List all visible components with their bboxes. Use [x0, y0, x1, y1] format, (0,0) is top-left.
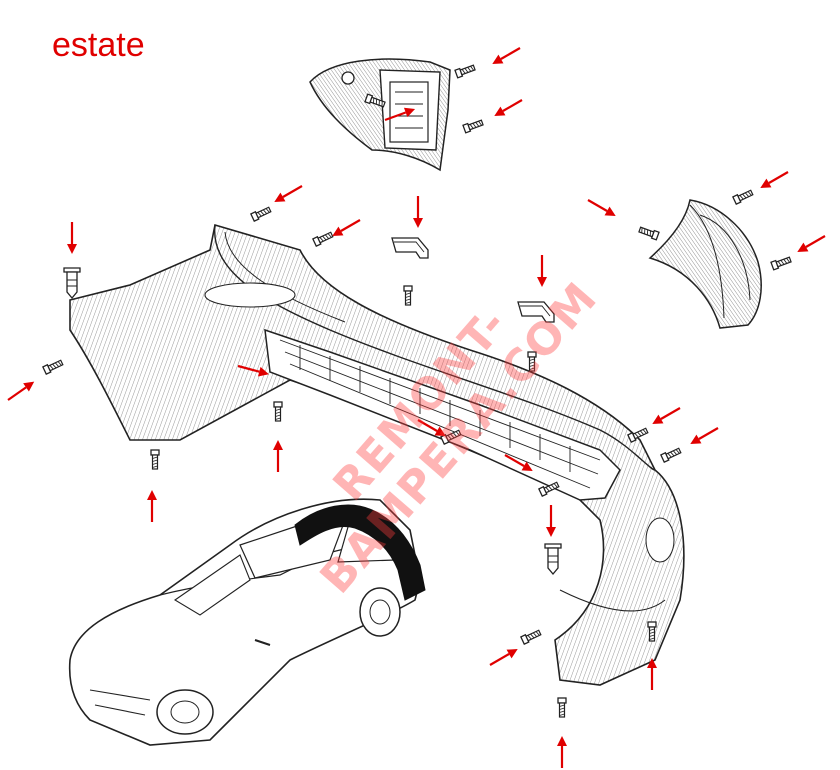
screw-icon	[527, 351, 537, 372]
tail-lamp-right	[648, 199, 762, 329]
red-arrow-icon	[648, 402, 684, 430]
screw-icon	[637, 225, 660, 241]
screw-icon	[312, 230, 335, 247]
red-arrow-icon	[486, 643, 522, 671]
red-arrow-icon	[145, 488, 159, 524]
rear-bumper-cover	[69, 223, 685, 686]
red-arrow-icon	[65, 220, 79, 256]
red-arrow-icon	[544, 503, 558, 539]
bracket-icon	[391, 237, 429, 259]
screw-icon	[403, 285, 413, 306]
diagram-title: estate	[52, 26, 145, 64]
car-illustration	[68, 498, 426, 746]
tail-lamp-top	[309, 58, 451, 172]
red-arrow-icon	[756, 166, 792, 194]
screw-icon	[647, 621, 657, 642]
screw-icon	[732, 188, 755, 205]
screw-icon	[150, 449, 160, 470]
red-arrow-icon	[490, 94, 526, 122]
screw-icon	[42, 358, 65, 375]
push-clip-icon	[63, 267, 81, 299]
screw-icon	[454, 63, 477, 79]
screw-icon	[462, 118, 485, 134]
red-arrow-icon	[488, 42, 524, 70]
screw-icon	[520, 628, 543, 645]
red-arrow-icon	[535, 253, 549, 289]
screw-icon	[660, 446, 683, 463]
screw-icon	[250, 205, 273, 222]
red-arrow-icon	[270, 180, 306, 208]
screw-icon	[273, 401, 283, 422]
screw-icon	[557, 697, 567, 718]
bracket-icon	[517, 301, 555, 323]
red-arrow-icon	[686, 422, 722, 450]
red-arrow-icon	[328, 214, 364, 242]
red-arrow-icon	[555, 734, 569, 770]
red-arrow-icon	[584, 194, 620, 222]
screw-icon	[770, 255, 793, 271]
red-arrow-icon	[411, 194, 425, 230]
push-clip-icon	[544, 543, 562, 575]
red-arrow-icon	[793, 230, 829, 258]
red-arrow-icon	[4, 376, 39, 406]
red-arrow-icon	[271, 438, 285, 474]
